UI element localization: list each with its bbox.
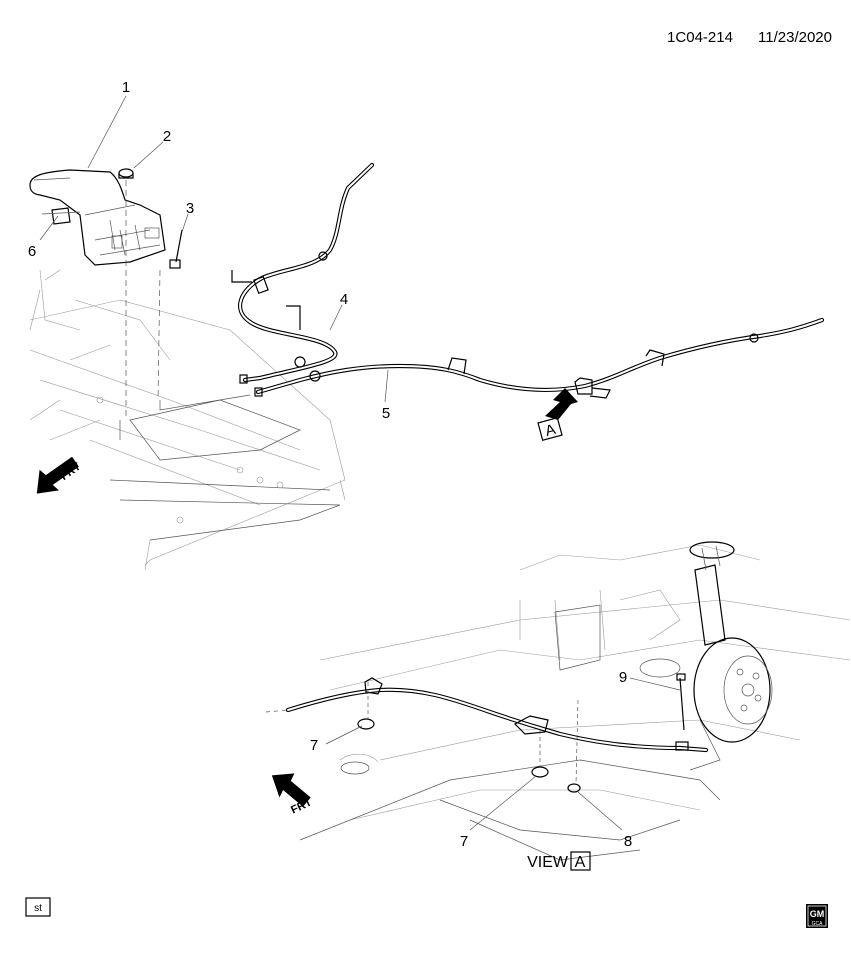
nut-part-2 <box>118 168 134 179</box>
st-badge: st <box>25 897 51 917</box>
view-a-arrow: A <box>537 388 578 442</box>
drawing-date: 11/23/2020 <box>758 29 832 46</box>
callout-2: 2 <box>163 128 171 145</box>
callout-3: 3 <box>186 200 194 217</box>
bolt-part-3 <box>169 229 183 269</box>
frt-arrow-upper: FRT <box>36 456 83 494</box>
frt-label-lower: FRT <box>289 796 314 816</box>
lower-chassis <box>299 544 851 861</box>
callout-9: 9 <box>619 669 627 686</box>
gm-logo: GM GCA <box>806 904 828 928</box>
cable-part-4 <box>231 162 375 384</box>
view-label: VIEW <box>527 854 569 871</box>
clip-part-6 <box>41 207 81 225</box>
drawing-id: 1C04-214 <box>667 29 733 46</box>
retainers-lower <box>357 673 686 793</box>
callout-leaders-upper <box>39 95 389 403</box>
callout-leaders-lower <box>325 677 681 831</box>
frt-arrow-lower: FRT <box>271 773 314 816</box>
callout-7a: 7 <box>310 737 318 754</box>
view-letter: A <box>575 854 586 871</box>
gm-logo-subtext: GCA <box>812 921 824 927</box>
cable-lower-view <box>265 677 709 753</box>
upper-floor-pan <box>29 269 346 571</box>
view-arrow-letter: A <box>543 421 557 440</box>
brake-drum <box>689 637 773 771</box>
callout-4: 4 <box>340 291 348 308</box>
parking-brake-lever <box>29 169 166 266</box>
cable-part-5 <box>254 317 825 399</box>
gm-logo-text: GM <box>810 909 825 919</box>
callout-1: 1 <box>122 79 130 96</box>
install-guide-lines <box>119 180 251 440</box>
callout-5: 5 <box>382 405 390 422</box>
shock-absorber <box>639 541 735 678</box>
st-badge-text: st <box>34 903 42 914</box>
callout-6: 6 <box>28 243 36 260</box>
view-a-label: VIEW A <box>527 851 591 871</box>
callout-7b: 7 <box>460 833 468 850</box>
callout-8: 8 <box>624 833 632 850</box>
